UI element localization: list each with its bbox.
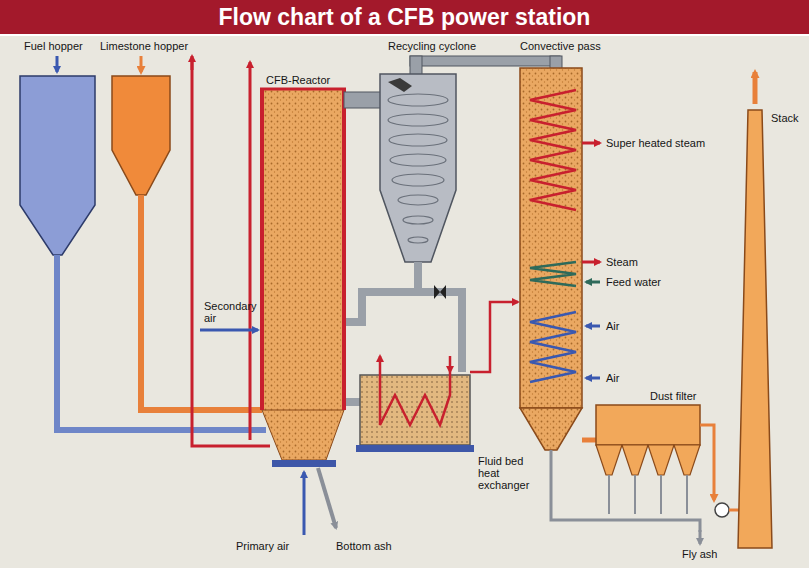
part-label: Fluid bed heat exchanger — [478, 455, 542, 491]
part-label: Stack — [771, 112, 805, 124]
part-label: Super heated steam — [606, 137, 705, 149]
part-label: Convective pass — [520, 40, 601, 52]
part-label: Air — [606, 320, 619, 332]
part-label: Feed water — [606, 276, 661, 288]
part-label: CFB-Reactor — [266, 74, 330, 86]
diagram-title: Flow chart of a CFB power station — [0, 0, 809, 34]
part-label: Fly ash — [682, 548, 717, 560]
part-label: Limestone hopper — [100, 40, 190, 52]
part-label: Secondary air — [204, 300, 254, 324]
part-label: Bottom ash — [336, 540, 392, 552]
part-label: Dust filter — [650, 390, 696, 402]
part-label: Primary air — [236, 540, 289, 552]
part-label: Steam — [606, 256, 638, 268]
part-label: Recycling cyclone — [388, 40, 476, 52]
part-label: Air — [606, 372, 619, 384]
part-label: Fuel hopper — [24, 40, 83, 52]
